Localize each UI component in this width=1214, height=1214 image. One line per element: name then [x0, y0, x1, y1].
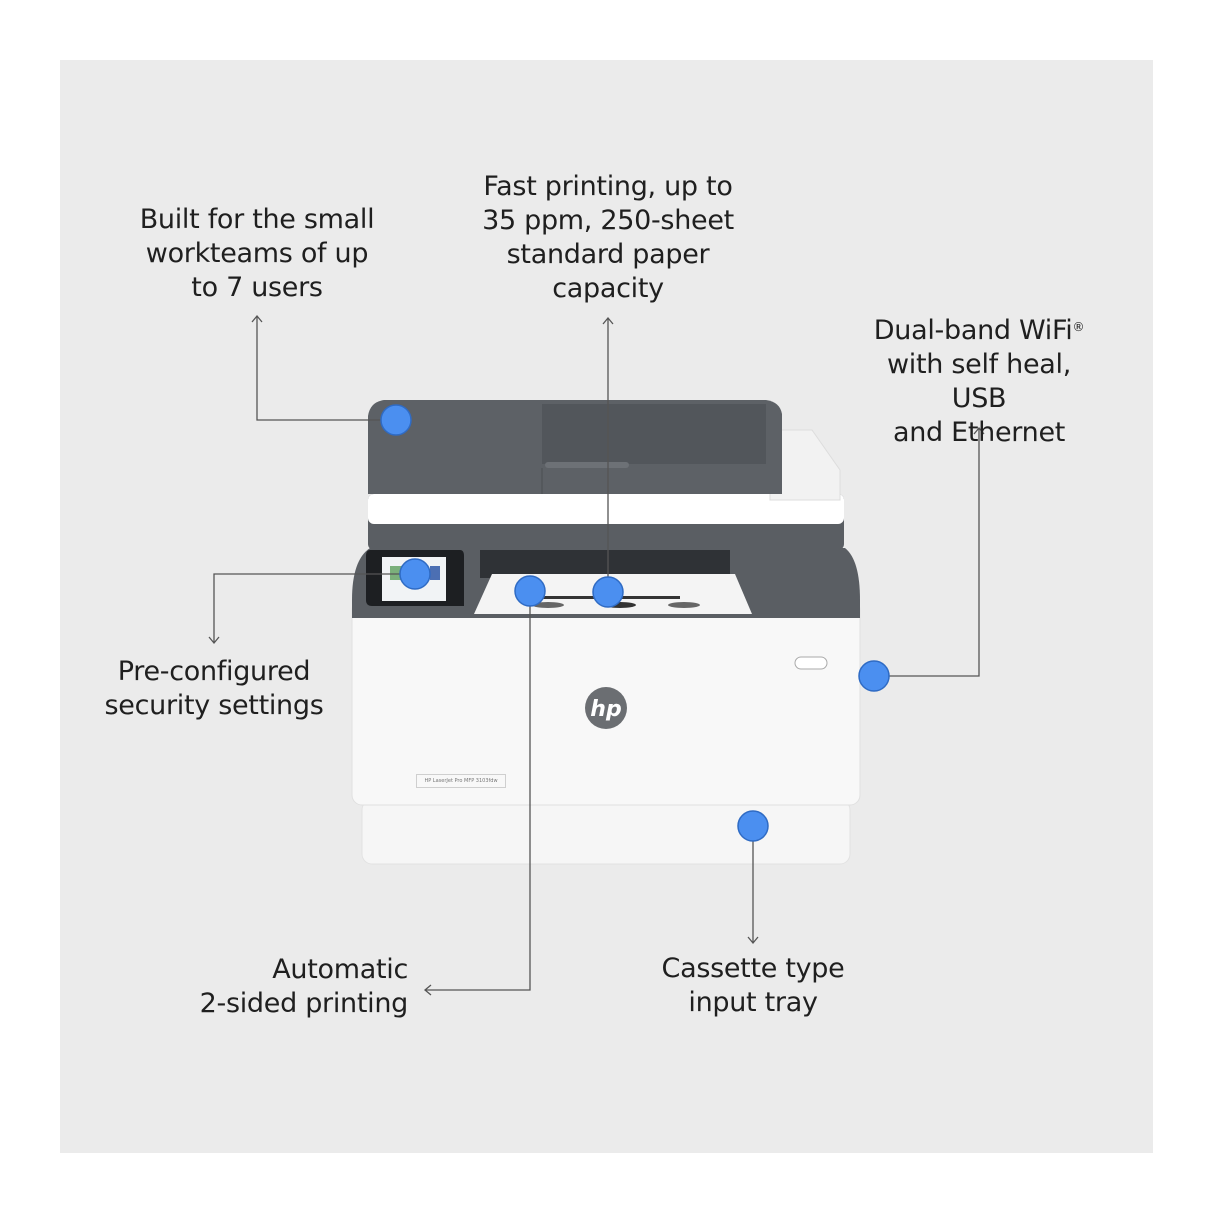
callout-speed: Fast printing, up to 35 ppm, 250-sheet s… — [482, 170, 734, 306]
arrow-up-icon — [251, 314, 263, 323]
hotspot-tray[interactable] — [737, 810, 769, 842]
callout-text: 2-sided printing — [199, 988, 409, 1019]
arrow-down-icon — [747, 936, 759, 945]
hp-logo: hp — [585, 687, 627, 729]
callout-text: Cassette type — [661, 953, 845, 984]
callout-text: security settings — [104, 690, 324, 721]
arrow-down-icon — [208, 636, 220, 645]
leader-line-wifi — [874, 428, 980, 677]
callout-wifi: Dual-band WiFi® with self heal, USB and … — [862, 314, 1097, 450]
hotspot-users[interactable] — [380, 404, 412, 436]
hotspot-speed[interactable] — [592, 576, 624, 608]
svg-text:hp: hp — [590, 697, 621, 722]
callout-text: with self heal, USB — [887, 349, 1071, 414]
arrow-up-icon — [602, 316, 614, 325]
model-label: HP LaserJet Pro MFP 3103fdw — [416, 774, 506, 788]
callout-tray: Cassette type input tray — [662, 952, 845, 1020]
callout-text: 35 ppm, 250-sheet — [482, 205, 734, 236]
callout-text: standard paper — [506, 239, 710, 270]
arrow-up-icon — [973, 426, 985, 435]
hotspot-duplex[interactable] — [514, 575, 546, 607]
callout-text: to 7 users — [191, 272, 323, 303]
power-button — [794, 656, 828, 670]
callout-text: input tray — [688, 987, 818, 1018]
callout-text: Built for the small — [139, 204, 375, 235]
leader-line-duplex — [425, 591, 531, 991]
callout-text: Dual-band WiFi® — [873, 315, 1085, 346]
callout-security: Pre-configured security settings — [105, 655, 324, 723]
callout-users: Built for the small workteams of up to 7… — [140, 203, 375, 305]
callout-text: Pre-configured — [117, 656, 311, 687]
hotspot-wifi[interactable] — [858, 660, 890, 692]
leader-line-users — [256, 316, 396, 421]
leader-line-security — [213, 573, 415, 643]
trademark-symbol: ® — [1072, 320, 1085, 334]
callout-text: Fast printing, up to — [483, 171, 733, 202]
callout-text: Automatic — [272, 954, 408, 985]
arrow-left-icon — [423, 984, 432, 996]
callout-text: workteams of up — [145, 238, 369, 269]
hotspot-security[interactable] — [399, 558, 431, 590]
callout-text: capacity — [552, 273, 664, 304]
callout-text: and Ethernet — [892, 417, 1066, 448]
callout-duplex: Automatic 2-sided printing — [199, 953, 409, 1021]
